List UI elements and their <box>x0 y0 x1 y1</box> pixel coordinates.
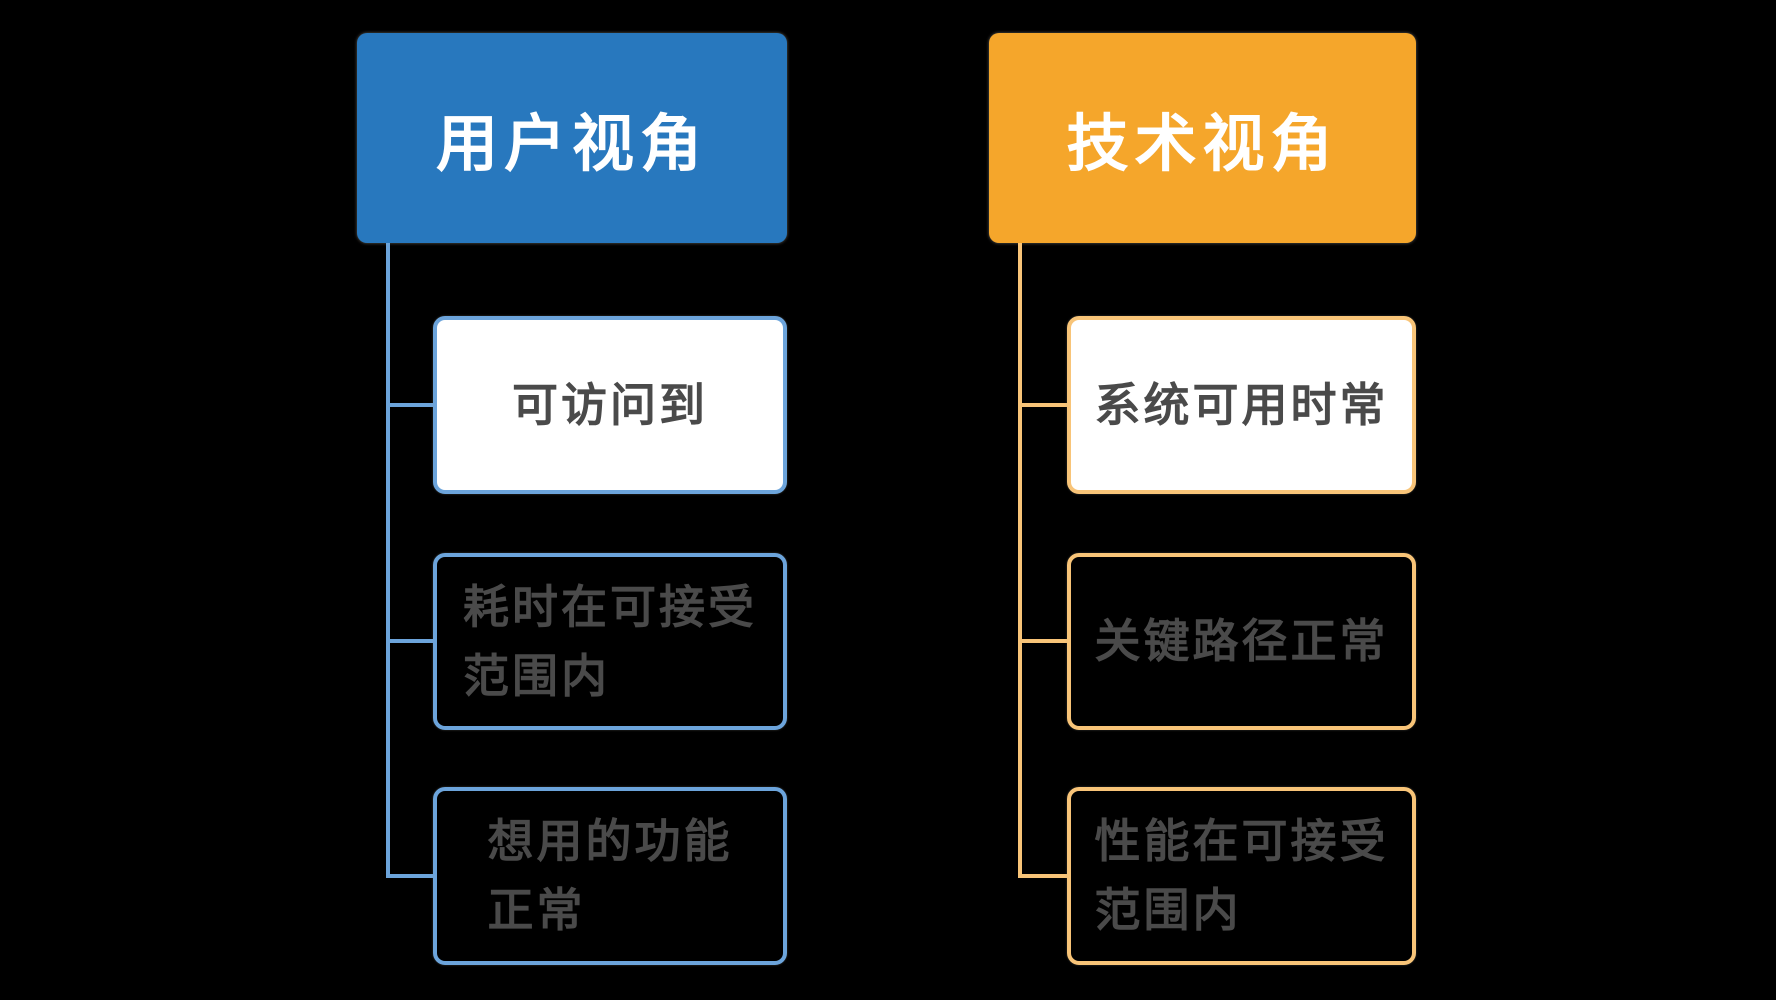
node-time-within-acceptable-range-label: 耗时在可接受 范围内 <box>463 580 757 702</box>
user-branch-line-2 <box>386 639 433 643</box>
node-performance-acceptable: 性能在可接受 范围内 <box>1067 787 1416 965</box>
node-desired-features-normal-label: 想用的功能 正常 <box>487 815 733 936</box>
node-critical-path-normal: 关键路径正常 <box>1067 553 1416 730</box>
tech-branch-trunk-line <box>1018 243 1022 876</box>
user-perspective-header: 用户视角 <box>357 33 787 243</box>
node-system-uptime-label: 系统可用时常 <box>1094 378 1389 431</box>
user-branch-line-3 <box>386 874 433 878</box>
node-can-access-label: 可访问到 <box>512 378 708 431</box>
user-branch-line-1 <box>386 403 433 407</box>
tech-perspective-header-label: 技术视角 <box>1066 110 1339 179</box>
node-performance-acceptable-label: 性能在可接受 范围内 <box>1094 815 1389 936</box>
tech-branch-line-2 <box>1018 639 1067 643</box>
node-desired-features-normal: 想用的功能 正常 <box>433 787 787 965</box>
tech-perspective-header: 技术视角 <box>989 33 1416 243</box>
user-branch-trunk-line <box>386 243 390 876</box>
user-perspective-header-label: 用户视角 <box>435 110 708 179</box>
node-time-within-acceptable-range: 耗时在可接受 范围内 <box>433 553 787 730</box>
node-critical-path-normal-label: 关键路径正常 <box>1094 615 1389 667</box>
tech-branch-line-1 <box>1018 403 1067 407</box>
node-system-uptime: 系统可用时常 <box>1067 316 1416 494</box>
node-can-access: 可访问到 <box>433 316 787 494</box>
tech-branch-line-3 <box>1018 874 1067 878</box>
